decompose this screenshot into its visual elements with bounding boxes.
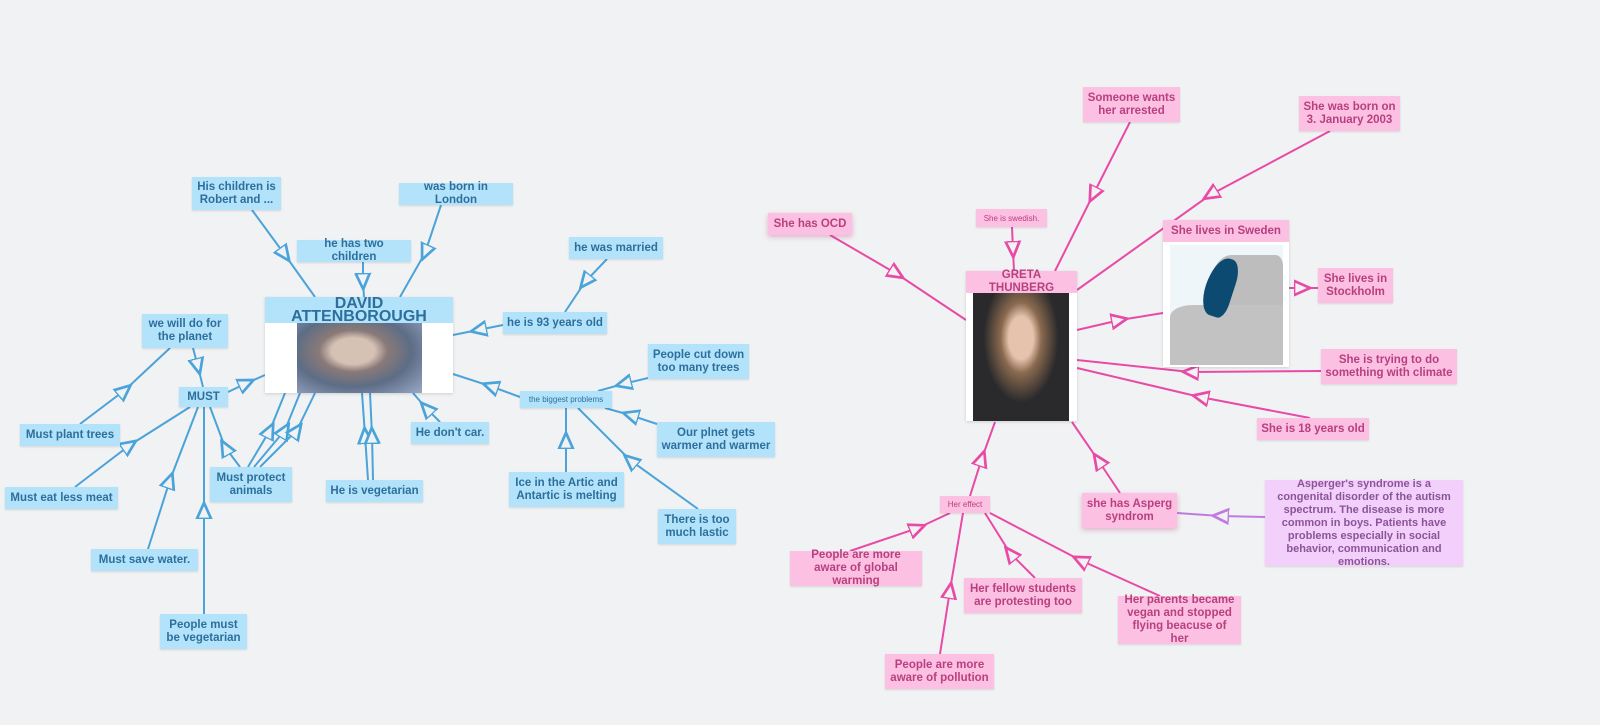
node-plastic[interactable]: There is too much lastic <box>658 509 736 544</box>
attenborough-title: DAVID ATTENBOROUGH <box>265 296 453 325</box>
edge <box>1076 359 1322 372</box>
edge <box>577 407 699 510</box>
edge <box>1012 226 1014 272</box>
edge <box>247 392 286 468</box>
node-married[interactable]: he was married <box>569 237 663 259</box>
edge <box>79 347 171 425</box>
node-eat-less-meat[interactable]: Must eat less meat <box>5 487 118 509</box>
sweden-card[interactable]: She lives in Sweden <box>1163 220 1289 367</box>
attenborough-photo <box>297 323 422 393</box>
node-swedish[interactable]: She is swedish. <box>976 209 1047 227</box>
node-arrested[interactable]: Someone wants her arrested <box>1083 87 1180 122</box>
node-we-will[interactable]: we will do for the planet <box>142 314 228 348</box>
node-plant-trees[interactable]: Must plant trees <box>20 424 120 446</box>
node-age[interactable]: She is 18 years old <box>1257 418 1369 440</box>
attenborough-card[interactable]: DAVID ATTENBOROUGH <box>265 296 453 393</box>
sweden-title: She lives in Sweden <box>1163 220 1289 242</box>
node-two-children[interactable]: he has two children <box>297 238 411 263</box>
node-warmer[interactable]: Our plnet gets warmer and warmer <box>657 422 775 457</box>
node-biggest-problems[interactable]: the biggest problems <box>520 391 612 408</box>
node-vegetarian[interactable]: He is vegetarian <box>326 480 423 502</box>
edge <box>1076 130 1331 291</box>
edge <box>829 234 967 321</box>
edge <box>989 512 1161 597</box>
edge <box>370 392 373 481</box>
edge <box>849 512 951 552</box>
edge <box>259 392 316 468</box>
edge <box>604 407 658 424</box>
node-cut-trees[interactable]: People cut down too many trees <box>648 344 749 379</box>
edge <box>597 378 649 392</box>
node-asperger[interactable]: she has Asperg syndrom <box>1082 493 1177 528</box>
edge <box>452 373 521 398</box>
node-parents[interactable]: Her parents became vegan and stopped fly… <box>1118 594 1241 645</box>
edge <box>1076 367 1311 419</box>
edge <box>253 392 301 468</box>
edge <box>74 406 191 488</box>
node-asperger-info[interactable]: Asperger's syndrome is a congenital diso… <box>1265 478 1463 568</box>
node-climate[interactable]: She is trying to do something with clima… <box>1321 349 1457 384</box>
node-must[interactable]: MUST <box>179 387 228 407</box>
node-born[interactable]: She was born on 3. January 2003 <box>1299 96 1400 131</box>
node-people-vegetarian[interactable]: People must be vegetarian <box>160 614 247 649</box>
edge <box>984 512 1036 579</box>
edge <box>1054 121 1131 272</box>
sweden-map <box>1170 245 1283 365</box>
edge <box>939 512 964 655</box>
node-pollution[interactable]: People are more aware of pollution <box>885 654 994 689</box>
edge <box>362 392 368 481</box>
thunberg-photo <box>973 293 1069 421</box>
edge <box>399 204 442 298</box>
edge <box>251 209 316 298</box>
node-ocd[interactable]: She has OCD <box>768 213 852 235</box>
thunberg-card[interactable]: GRETA THUNBERG <box>966 269 1077 421</box>
node-children[interactable]: His children is Robert and ... <box>192 177 281 210</box>
edge <box>227 374 266 392</box>
node-global-warming[interactable]: People are more aware of global warming <box>790 549 922 587</box>
edge <box>1071 421 1121 494</box>
node-save-water[interactable]: Must save water. <box>91 549 198 571</box>
node-protect-animals[interactable]: Must protect animals <box>210 467 292 502</box>
edge <box>452 325 504 335</box>
edge <box>193 347 203 388</box>
node-ice[interactable]: Ice in the Artic and Antartic is melting <box>509 472 624 507</box>
edge <box>412 392 441 423</box>
edge <box>1076 312 1164 331</box>
edge <box>1176 513 1266 517</box>
thunberg-title: GRETA THUNBERG <box>966 269 1077 294</box>
edge <box>363 262 364 298</box>
edge <box>564 258 608 313</box>
edge <box>209 406 241 468</box>
node-born-london[interactable]: was born in London <box>399 181 513 206</box>
edge <box>147 406 199 550</box>
node-effect[interactable]: Her effect <box>940 496 990 513</box>
node-no-car[interactable]: He don't car. <box>411 422 489 444</box>
node-age[interactable]: he is 93 years old <box>503 312 607 334</box>
node-stockholm[interactable]: She lives in Stockholm <box>1318 268 1393 303</box>
edge <box>969 421 996 497</box>
node-students[interactable]: Her fellow students are protesting too <box>964 578 1082 613</box>
